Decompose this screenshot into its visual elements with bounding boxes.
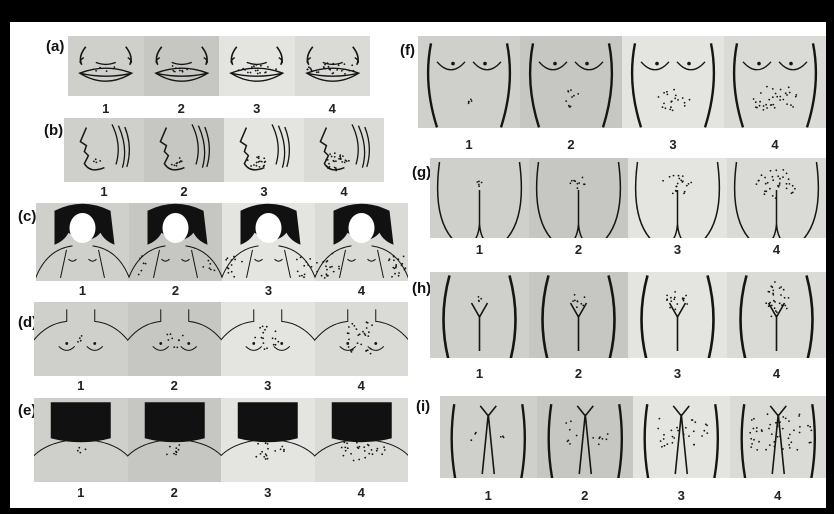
panel-e-strip <box>34 398 408 482</box>
lower-abdomen-grade-4-sketch <box>727 272 826 358</box>
thighs-grade-2-sketch <box>537 396 634 478</box>
upper-lip-grade-4-sketch <box>295 36 371 96</box>
grade-label: 4 <box>315 283 408 298</box>
grade-label: 4 <box>727 366 826 381</box>
grade-label: 2 <box>144 101 220 116</box>
grade-label: 2 <box>537 488 634 503</box>
lower-back-grade-1-sketch <box>430 158 529 238</box>
grade-label: 4 <box>295 101 371 116</box>
chin-grade-3-sketch <box>224 118 304 182</box>
panel-c-grades: 1 2 3 4 <box>36 283 408 298</box>
grade-label: 1 <box>440 488 537 503</box>
grade-label: 3 <box>633 488 730 503</box>
thighs-grade-1-sketch <box>440 396 537 478</box>
panel-b-grades: 1 2 3 4 <box>64 184 384 199</box>
upper-arm-grade-2-sketch <box>129 203 222 281</box>
upper-lip-grade-1-sketch <box>68 36 144 96</box>
grade-label: 4 <box>304 184 384 199</box>
grade-label: 4 <box>315 485 409 500</box>
grade-label: 2 <box>529 366 628 381</box>
upper-lip-grade-2-sketch <box>144 36 220 96</box>
panel-f-label: (f) <box>400 42 415 59</box>
upper-abdomen-grade-2-sketch <box>520 36 622 128</box>
panel-g-strip <box>430 158 826 238</box>
lower-back-grade-4-sketch <box>727 158 826 238</box>
panel-b-strip <box>64 118 384 182</box>
grade-label: 3 <box>219 101 295 116</box>
panel-g-grades: 1 2 3 4 <box>430 242 826 257</box>
chin-grade-2-sketch <box>144 118 224 182</box>
panel-g-label: (g) <box>412 164 431 181</box>
upper-abdomen-grade-1-sketch <box>418 36 520 128</box>
grade-label: 1 <box>430 242 529 257</box>
panel-c-label: (c) <box>18 208 36 225</box>
chest-grade-4-sketch <box>315 302 409 376</box>
thighs-grade-4-sketch <box>730 396 827 478</box>
grade-label: 1 <box>36 283 129 298</box>
grade-label: 2 <box>128 378 222 393</box>
lower-back-grade-3-sketch <box>628 158 727 238</box>
panel-i-grades: 1 2 3 4 <box>440 488 826 503</box>
panel-f-grades: 1 2 3 4 <box>418 137 826 152</box>
grade-label: 4 <box>724 137 826 152</box>
upper-abdomen-grade-4-sketch <box>724 36 826 128</box>
chest-grade-1-sketch <box>34 302 128 376</box>
grade-label: 2 <box>520 137 622 152</box>
grade-label: 3 <box>622 137 724 152</box>
panel-d-grades: 1 2 3 4 <box>34 378 408 393</box>
grade-label: 3 <box>221 485 315 500</box>
upper-back-grade-4-sketch <box>315 398 409 482</box>
upper-arm-grade-3-sketch <box>222 203 315 281</box>
grade-label: 1 <box>430 366 529 381</box>
grade-label: 3 <box>224 184 304 199</box>
thighs-grade-3-sketch <box>633 396 730 478</box>
panel-c-strip <box>36 203 408 281</box>
upper-back-grade-1-sketch <box>34 398 128 482</box>
upper-arm-grade-4-sketch <box>315 203 408 281</box>
chest-grade-2-sketch <box>128 302 222 376</box>
grade-label: 1 <box>64 184 144 199</box>
panel-a-label: (a) <box>46 38 64 55</box>
panel-i-label: (i) <box>416 398 430 415</box>
grade-label: 2 <box>128 485 222 500</box>
grade-label: 3 <box>628 366 727 381</box>
grade-label: 1 <box>68 101 144 116</box>
panel-h-grades: 1 2 3 4 <box>430 366 826 381</box>
panel-h-strip <box>430 272 826 358</box>
panel-f-strip <box>418 36 826 128</box>
panel-d-strip <box>34 302 408 376</box>
upper-abdomen-grade-3-sketch <box>622 36 724 128</box>
panel-i-strip <box>440 396 826 478</box>
panel-a-strip <box>68 36 370 96</box>
panel-h-label: (h) <box>412 280 431 297</box>
chin-grade-4-sketch <box>304 118 384 182</box>
lower-abdomen-grade-3-sketch <box>628 272 727 358</box>
panel-a-grades: 1 2 3 4 <box>68 101 370 116</box>
grade-label: 2 <box>529 242 628 257</box>
upper-lip-grade-3-sketch <box>219 36 295 96</box>
grade-label: 4 <box>727 242 826 257</box>
grade-label: 2 <box>144 184 224 199</box>
panel-e-grades: 1 2 3 4 <box>34 485 408 500</box>
upper-arm-grade-1-sketch <box>36 203 129 281</box>
lower-abdomen-grade-1-sketch <box>430 272 529 358</box>
grade-label: 1 <box>34 485 128 500</box>
upper-back-grade-2-sketch <box>128 398 222 482</box>
grade-label: 3 <box>628 242 727 257</box>
grade-label: 2 <box>129 283 222 298</box>
panel-b-label: (b) <box>44 122 63 139</box>
lower-abdomen-grade-2-sketch <box>529 272 628 358</box>
grade-label: 1 <box>418 137 520 152</box>
grade-label: 4 <box>730 488 827 503</box>
chin-grade-1-sketch <box>64 118 144 182</box>
grade-label: 3 <box>222 283 315 298</box>
lower-back-grade-2-sketch <box>529 158 628 238</box>
grade-label: 3 <box>221 378 315 393</box>
upper-back-grade-3-sketch <box>221 398 315 482</box>
grade-label: 1 <box>34 378 128 393</box>
chest-grade-3-sketch <box>221 302 315 376</box>
grade-label: 4 <box>315 378 409 393</box>
